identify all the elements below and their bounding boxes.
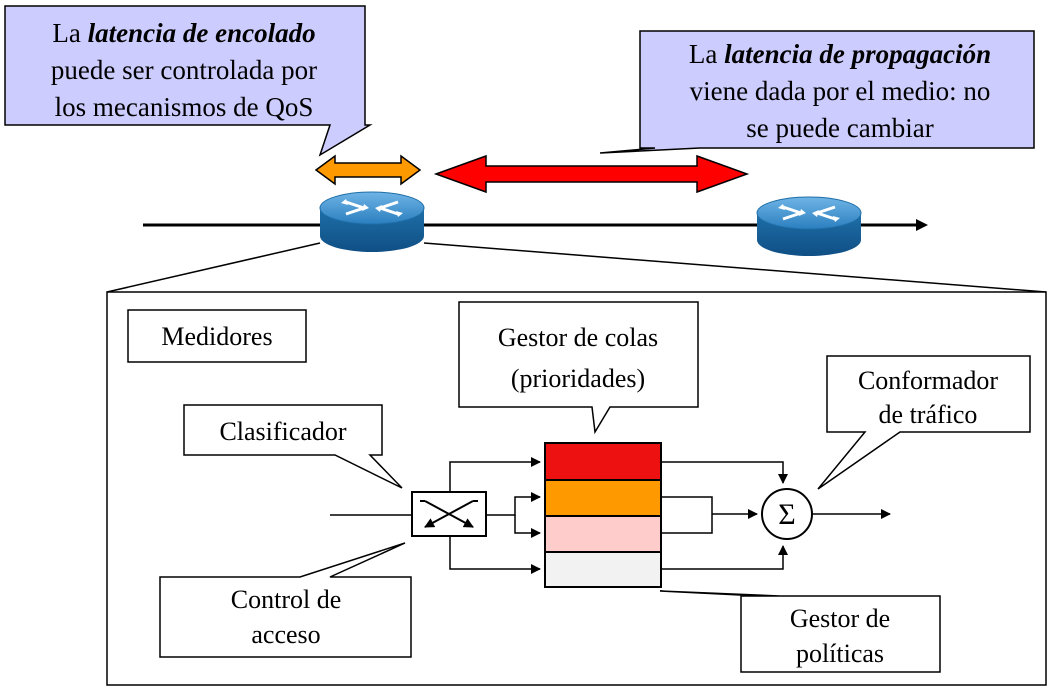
meters-label: Medidores [161, 322, 272, 351]
queue-priority-2 [544, 479, 662, 517]
queue-priority-3 [544, 515, 662, 553]
queue-priority-4 [544, 551, 662, 588]
traffic-shaper-callout [817, 355, 1031, 490]
queue-manager-line2: (prioridades) [511, 364, 645, 393]
traffic-shaper-line1: Conformador [858, 366, 998, 395]
traffic-shaper-line2: de tráfico [879, 400, 978, 429]
queuing-latency-arrow [314, 154, 422, 186]
queue-to-sum-lines [661, 461, 788, 570]
queue-manager-callout [458, 301, 699, 435]
propagation-latency-callout [599, 30, 1035, 154]
access-control-callout [159, 542, 412, 658]
policy-manager-line2: políticas [796, 639, 884, 668]
propagation-callout-line1: La latencia de propagación [689, 39, 991, 69]
propagation-callout-line3: se puede cambiar [746, 113, 933, 143]
queue-manager-line1: Gestor de colas [498, 323, 658, 352]
queue-priority-1 [544, 442, 662, 481]
zoom-line-right [423, 242, 1047, 293]
classifier-to-queue-lines [449, 457, 541, 574]
propagation-latency-arrow [433, 154, 750, 194]
sum-symbol: Σ [778, 498, 795, 531]
classifier-switch-icon [411, 491, 487, 537]
queuing-callout-line1: La latencia de encolado [52, 18, 315, 48]
meters-box [127, 309, 307, 363]
access-control-line1: Control de [231, 585, 342, 614]
router-icon [319, 191, 425, 252]
propagation-callout-line2: viene dada por el medio: no [690, 76, 991, 106]
access-control-line2: acceso [251, 620, 320, 649]
policy-manager-callout [659, 590, 941, 673]
queuing-callout-line3: los mecanismos de QoS [55, 92, 314, 122]
queuing-latency-callout [4, 5, 373, 157]
router-icon [756, 196, 862, 256]
policy-manager-line1: Gestor de [790, 604, 890, 633]
queuing-callout-line2: puede ser controlada por [51, 55, 317, 85]
classifier-label: Clasificador [219, 417, 346, 446]
network-link-arrowhead [916, 219, 928, 231]
classifier-callout [183, 404, 403, 489]
zoom-line-left [106, 242, 321, 293]
